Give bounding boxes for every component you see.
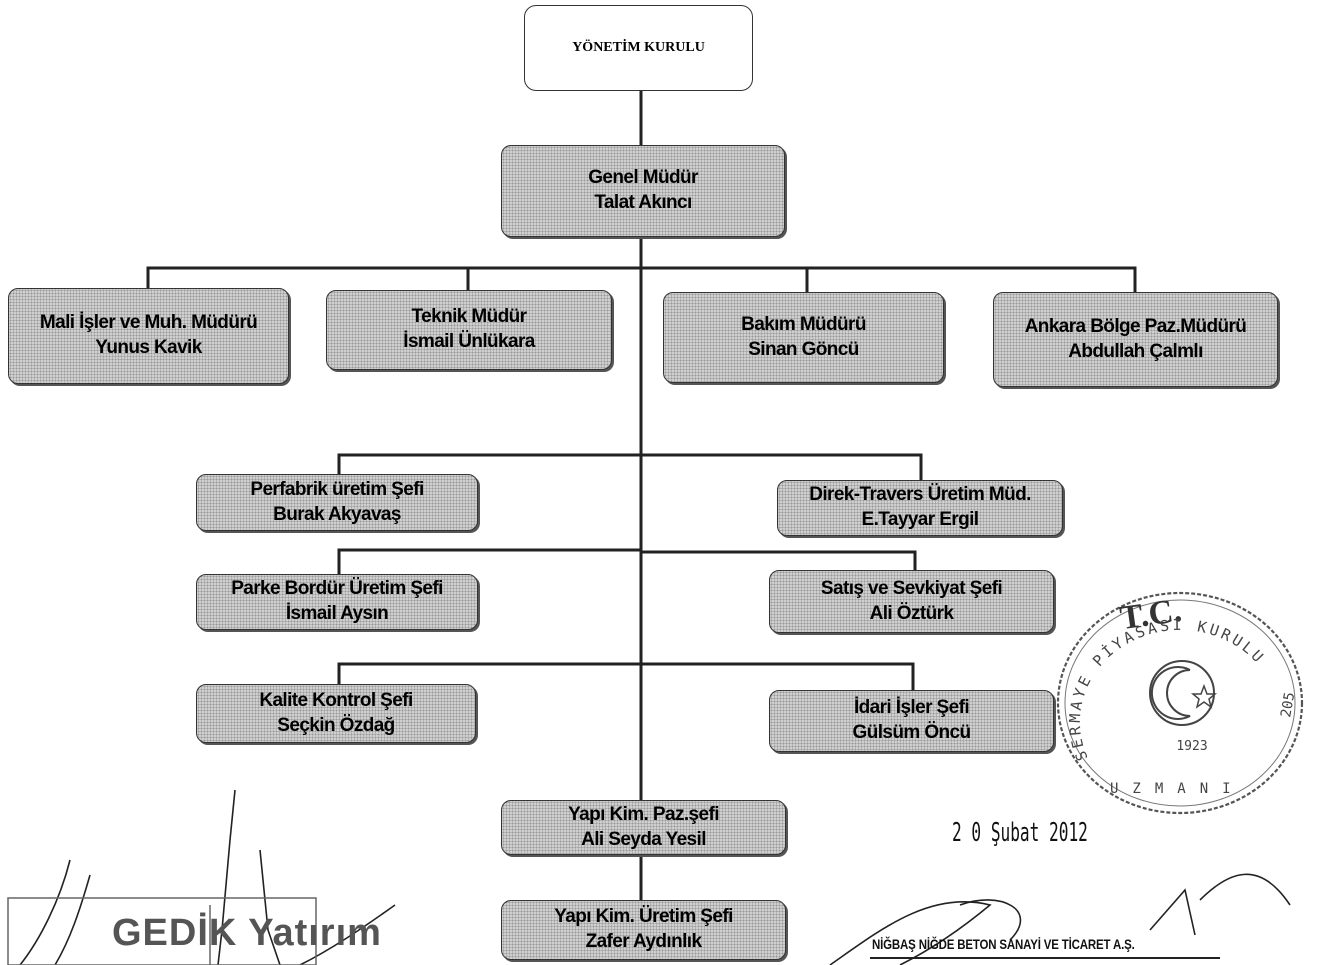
manager-title: Mali İşler ve Muh. Müdürü <box>39 312 258 334</box>
chief-name: Burak Akyavaş <box>273 503 401 525</box>
manager-title: Teknik Müdür <box>411 306 528 328</box>
chief-title: Yapı Kim. Paz.şefi <box>568 803 719 825</box>
company-underline <box>870 957 1220 959</box>
board-title: YÖNETİM KURULU <box>572 39 705 55</box>
manager-title: Bakım Müdürü <box>741 313 866 335</box>
chief-title: İdari İşler Şefi <box>853 697 970 719</box>
chief-title: Yapı Kim. Üretim Şefi <box>554 906 733 928</box>
stamp-bottom-text: UZMANI <box>1110 781 1245 797</box>
broker-logo <box>7 897 317 965</box>
manager-box-technical: Teknik Müdür İsmail Ünlükara <box>326 290 612 370</box>
chief-box-admin: İdari İşler Şefi Gülsüm Öncü <box>769 690 1054 752</box>
crescent-star-icon <box>1149 660 1215 726</box>
board-box: YÖNETİM KURULU <box>524 5 753 91</box>
chief-title: Satış ve Sevkiyat Şefi <box>820 577 1003 599</box>
chief-name: E.Tayyar Ergil <box>861 509 980 530</box>
chief-title: Kalite Kontrol Şefi <box>259 689 413 711</box>
manager-name: Yunus Kavik <box>95 337 202 358</box>
chief-box-sales: Satış ve Sevkiyat Şefi Ali Öztürk <box>769 570 1054 633</box>
manager-box-ankara: Ankara Bölge Paz.Müdürü Abdullah Çalmlı <box>993 292 1278 387</box>
broker-logo-text: GEDİK Yatırım <box>112 912 382 954</box>
chief-name: Ali Öztürk <box>869 602 954 624</box>
chief-name: Ali Seyda Yesil <box>581 828 706 850</box>
chief-box-quality: Kalite Kontrol Şefi Seçkin Özdağ <box>196 684 476 743</box>
chief-title: Parke Bordür Üretim Şefi <box>231 578 443 600</box>
manager-box-finance: Mali İşler ve Muh. Müdürü Yunus Kavik <box>8 288 289 384</box>
chief-name: İsmail Aysın <box>285 603 389 624</box>
general-manager-name: Talat Akıncı <box>594 192 692 213</box>
stamp-number: 205 <box>1278 691 1298 719</box>
chief-box-chem-production: Yapı Kim. Üretim Şefi Zafer Aydınlık <box>501 900 786 960</box>
manager-box-maintenance: Bakım Müdürü Sinan Göncü <box>663 292 944 383</box>
chief-name: Seçkin Özdağ <box>277 714 395 736</box>
handwritten-signatures <box>19 789 1291 965</box>
general-manager-title: Genel Müdür <box>588 167 698 189</box>
chief-name: Zafer Aydınlık <box>585 931 702 952</box>
document-date: 2 0 Şubat 2012 <box>952 818 1088 848</box>
chief-title: Perfabrik üretim Şefi <box>250 478 424 500</box>
manager-name: Abdullah Çalmlı <box>1068 340 1203 362</box>
general-manager-box: Genel Müdür Talat Akıncı <box>501 145 785 237</box>
manager-title: Ankara Bölge Paz.Müdürü <box>1024 315 1247 337</box>
chief-box-prefabrik: Perfabrik üretim Şefi Burak Akyavaş <box>196 474 478 531</box>
official-stamp <box>1056 591 1304 815</box>
manager-name: Sinan Göncü <box>748 338 859 360</box>
chief-title: Direk-Travers Üretim Müd. <box>809 484 1031 506</box>
stamp-ring-label: SERMAYE PİYASASI KURULU <box>1066 616 1266 763</box>
stamp-year: 1923 <box>1176 739 1207 754</box>
company-name: NİĞBAŞ NİĞDE BETON SANAYİ VE TİCARET A.Ş… <box>872 936 1135 952</box>
chief-box-chem-marketing: Yapı Kim. Paz.şefi Ali Seyda Yesil <box>501 800 786 855</box>
svg-text:SERMAYE PİYASASI KURULU: SERMAYE PİYASASI KURULU <box>1066 616 1269 763</box>
chief-name: Gülsüm Öncü <box>852 722 972 743</box>
stamp-ring-text: SERMAYE PİYASASI KURULU 1923 UZMANI 205 <box>1066 616 1299 797</box>
chief-box-parke: Parke Bordür Üretim Şefi İsmail Aysın <box>196 574 478 630</box>
chief-box-direk: Direk-Travers Üretim Müd. E.Tayyar Ergil <box>777 480 1063 536</box>
manager-name: İsmail Ünlükara <box>403 331 535 352</box>
